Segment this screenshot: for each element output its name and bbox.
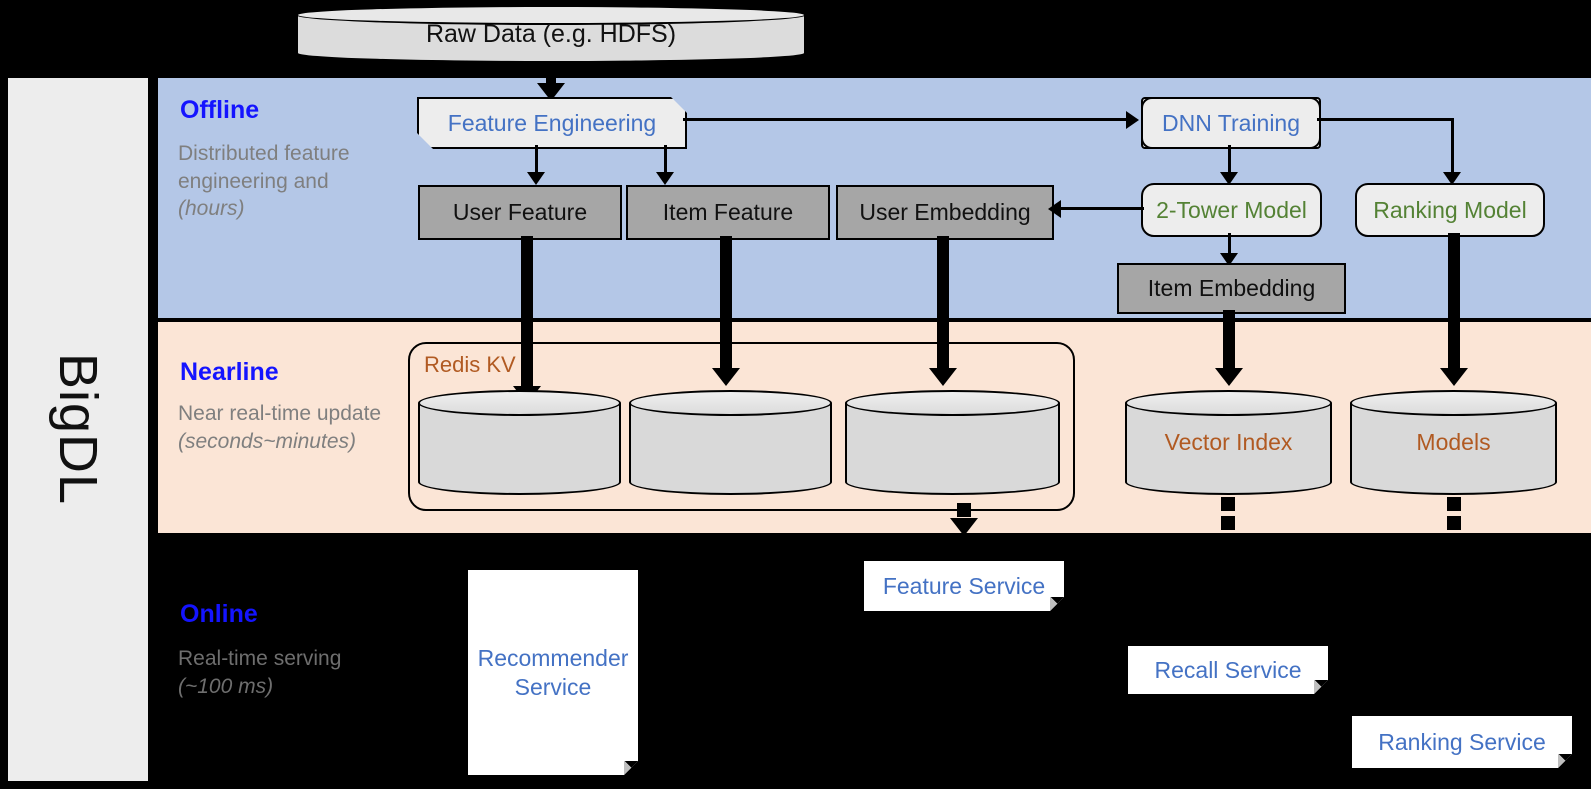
dash-rankingservice-1 bbox=[1447, 497, 1461, 511]
feature-service-label: Feature Service bbox=[882, 572, 1046, 599]
item-feature-box[interactable]: Item Feature bbox=[626, 185, 830, 240]
band-subtitle-nearline-em: (seconds~minutes) bbox=[178, 429, 356, 453]
redis-kv-label: Redis KV bbox=[424, 352, 516, 377]
bigdl-framework-rail: BigDL bbox=[8, 78, 148, 781]
cylinder-body bbox=[1125, 403, 1332, 482]
cylinder-body bbox=[629, 403, 832, 482]
connector-fe-userfeature bbox=[535, 145, 538, 175]
dash-recallservice-1 bbox=[1221, 497, 1235, 511]
redis-store-user-feature[interactable] bbox=[418, 390, 621, 495]
cylinder-top bbox=[296, 5, 806, 25]
cylinder-body bbox=[845, 403, 1060, 482]
ranking-service-label: Ranking Service bbox=[1378, 728, 1546, 755]
pipe-userfeature-store bbox=[521, 236, 533, 399]
dash-recallservice-2 bbox=[1221, 516, 1235, 530]
ranking-service-box[interactable]: Ranking Service bbox=[1352, 716, 1572, 768]
band-title-offline: Offline bbox=[180, 96, 260, 124]
user-embedding-box[interactable]: User Embedding bbox=[836, 185, 1054, 240]
connector-2tower-itemembedding bbox=[1228, 233, 1231, 261]
connector-dnn-2tower bbox=[1228, 145, 1231, 177]
arrowhead-featureservice bbox=[950, 518, 978, 536]
band-title-nearline: Nearline bbox=[180, 358, 279, 386]
two-tower-model-box[interactable]: 2-Tower Model bbox=[1141, 183, 1322, 237]
band-title-online: Online bbox=[180, 600, 258, 628]
arrowhead-dnn-2tower bbox=[1220, 172, 1238, 185]
arrowhead-itemembedding-vectorindex bbox=[1215, 368, 1243, 386]
band-subtitle-nearline-text: Near real-time update bbox=[178, 402, 382, 425]
dash-rankingservice-2 bbox=[1447, 516, 1461, 530]
dnn-training-box[interactable]: DNN Training bbox=[1141, 97, 1321, 149]
arrowhead-itemfeature-store bbox=[712, 368, 740, 386]
arrowhead-fe-itemfeature bbox=[656, 172, 674, 185]
recall-service-label: Recall Service bbox=[1154, 656, 1302, 683]
feature-service-box[interactable]: Feature Service bbox=[864, 561, 1064, 611]
models-label: Models bbox=[1416, 429, 1491, 455]
arrowhead-fe-userfeature bbox=[527, 172, 545, 185]
raw-data-label: Raw Data (e.g. HDFS) bbox=[425, 19, 677, 48]
redis-store-label bbox=[629, 403, 832, 482]
cylinder-top bbox=[1125, 390, 1332, 416]
cylinder-top bbox=[418, 390, 621, 416]
band-subtitle-online: Real-time serving (~100 ms) bbox=[178, 645, 393, 700]
band-subtitle-offline: Distributed feature engineering and (hou… bbox=[178, 140, 393, 223]
redis-kv-group bbox=[408, 342, 1075, 511]
cylinder-top bbox=[629, 390, 832, 416]
arrowhead-rankingmodel-models bbox=[1440, 368, 1468, 386]
redis-store-item-feature[interactable] bbox=[629, 390, 832, 495]
redis-store-label bbox=[418, 403, 621, 482]
item-embedding-box[interactable]: Item Embedding bbox=[1117, 263, 1346, 314]
bigdl-label: BigDL bbox=[48, 353, 108, 506]
user-feature-box[interactable]: User Feature bbox=[418, 185, 622, 240]
connector-fe-dnn bbox=[683, 118, 1128, 121]
band-subtitle-offline-text: Distributed feature engineering and bbox=[178, 142, 350, 193]
raw-data-store: Raw Data (e.g. HDFS) bbox=[296, 5, 806, 63]
cylinder-top bbox=[1350, 390, 1557, 416]
vector-index-store[interactable]: Vector Index bbox=[1125, 390, 1332, 495]
arrowhead-rawdata-fe bbox=[537, 83, 565, 101]
models-store[interactable]: Models bbox=[1350, 390, 1557, 495]
arrowhead-dnn-ranking bbox=[1443, 172, 1461, 185]
pipe-rankingmodel-models bbox=[1448, 233, 1460, 378]
cylinder-top bbox=[845, 390, 1060, 416]
redis-store-user-embedding[interactable] bbox=[845, 390, 1060, 495]
connector-rawdata-fe bbox=[546, 63, 556, 87]
band-subtitle-online-em: (~100 ms) bbox=[178, 674, 274, 698]
cylinder-body bbox=[1350, 403, 1557, 482]
connector-dnn-ranking-h bbox=[1317, 118, 1454, 121]
arrowhead-userembedding-store bbox=[929, 368, 957, 386]
feature-engineering-box[interactable]: Feature Engineering bbox=[417, 97, 687, 149]
recall-service-box[interactable]: Recall Service bbox=[1128, 646, 1328, 694]
recommender-service-box[interactable]: Recommender Service bbox=[468, 570, 638, 775]
dash-featureservice-1 bbox=[957, 503, 971, 517]
connector-dnn-ranking-v bbox=[1451, 118, 1454, 176]
connector-2tower-userembedding bbox=[1060, 207, 1144, 210]
arrowhead-fe-dnn bbox=[1126, 111, 1139, 129]
arrowhead-2tower-itemembedding bbox=[1220, 253, 1238, 266]
pipe-itemembedding-vectorindex bbox=[1223, 310, 1235, 378]
band-subtitle-online-text: Real-time serving bbox=[178, 647, 342, 670]
band-subtitle-nearline: Near real-time update (seconds~minutes) bbox=[178, 400, 393, 455]
connector-fe-itemfeature bbox=[664, 145, 667, 175]
band-subtitle-offline-em: (hours) bbox=[178, 197, 245, 221]
vector-index-label: Vector Index bbox=[1164, 429, 1293, 455]
cylinder-body bbox=[418, 403, 621, 482]
redis-store-label bbox=[845, 403, 1060, 482]
arrowhead-2tower-userembedding bbox=[1048, 200, 1061, 218]
recommender-service-label: Recommender Service bbox=[477, 644, 629, 700]
ranking-model-box[interactable]: Ranking Model bbox=[1355, 183, 1545, 237]
